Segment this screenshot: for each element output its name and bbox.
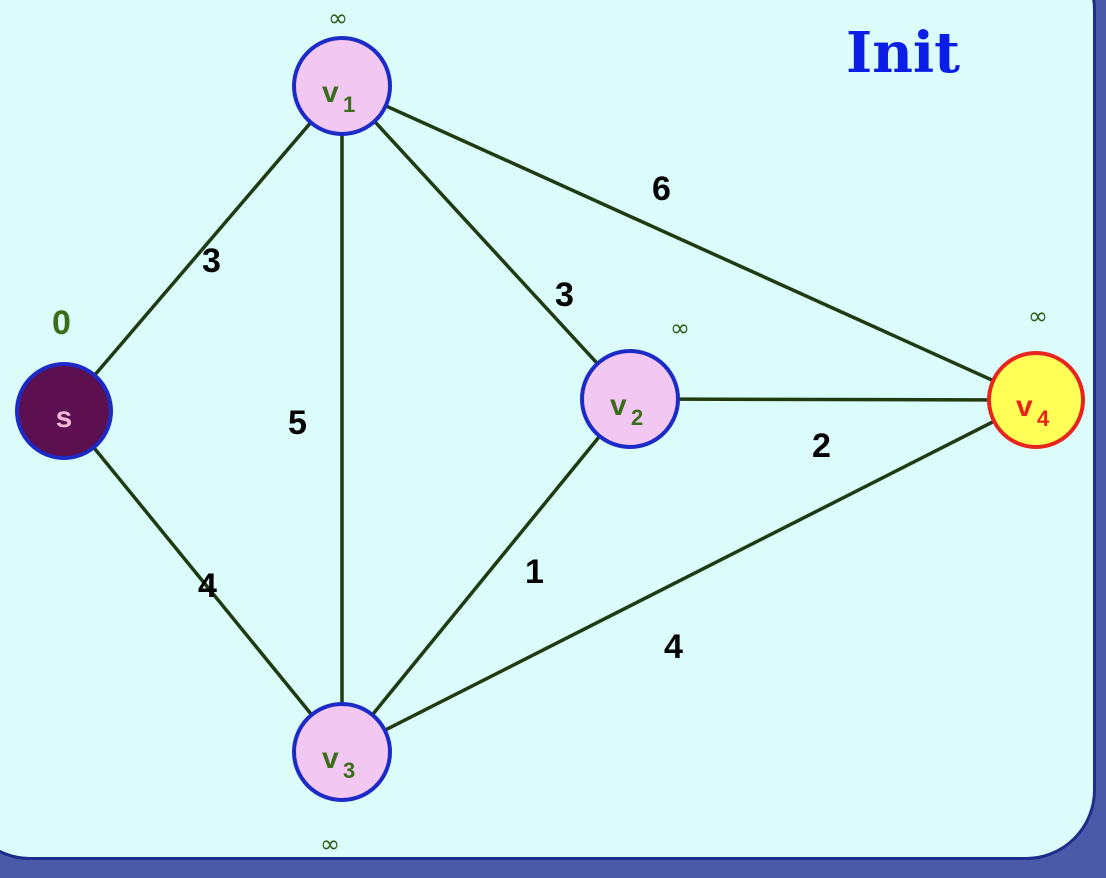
diagram-panel <box>0 0 1096 860</box>
weight-v2-v4: 2 <box>812 427 831 465</box>
node-v1[interactable]: v 1 <box>292 36 392 136</box>
node-v3-label: v <box>322 742 339 775</box>
weight-v1-v2: 3 <box>555 276 574 314</box>
edge-s-v3 <box>62 409 344 754</box>
dist-label-v2: ∞ <box>670 314 690 342</box>
node-v2[interactable]: v 2 <box>580 349 680 449</box>
dist-label-v4: ∞ <box>1028 302 1048 330</box>
weight-v1-v4: 6 <box>652 170 671 208</box>
edge-v2-v3 <box>340 397 632 754</box>
node-v2-subscript: 2 <box>631 405 643 430</box>
node-v4[interactable]: v 4 <box>987 351 1085 449</box>
node-v3[interactable]: v 3 <box>292 702 392 802</box>
edge-v3-v4 <box>341 398 1037 754</box>
edge-v1-v2 <box>340 84 632 401</box>
node-v1-label: v <box>322 76 339 109</box>
node-v4-subscript: 4 <box>1037 406 1050 431</box>
edge-v2-v4 <box>629 397 1037 402</box>
weight-s-v3: 4 <box>198 567 217 605</box>
node-v3-subscript: 3 <box>343 758 355 783</box>
dist-label-v1: ∞ <box>328 4 348 32</box>
diagram-title: Init <box>846 20 960 86</box>
node-s-label: s <box>56 401 73 434</box>
edge-s-v1 <box>62 84 344 413</box>
node-v1-subscript: 1 <box>343 92 355 117</box>
dist-label-v3: ∞ <box>320 830 340 858</box>
weight-v2-v3: 1 <box>525 553 544 591</box>
edge-v1-v4 <box>341 84 1037 402</box>
weight-v1-v3: 5 <box>288 404 307 442</box>
node-s[interactable]: s <box>15 362 113 460</box>
node-v2-label: v <box>610 389 627 422</box>
node-v4-label: v <box>1016 390 1033 423</box>
weight-v3-v4: 4 <box>664 628 683 666</box>
dist-label-s: 0 <box>52 304 71 342</box>
weight-s-v1: 3 <box>202 242 221 280</box>
